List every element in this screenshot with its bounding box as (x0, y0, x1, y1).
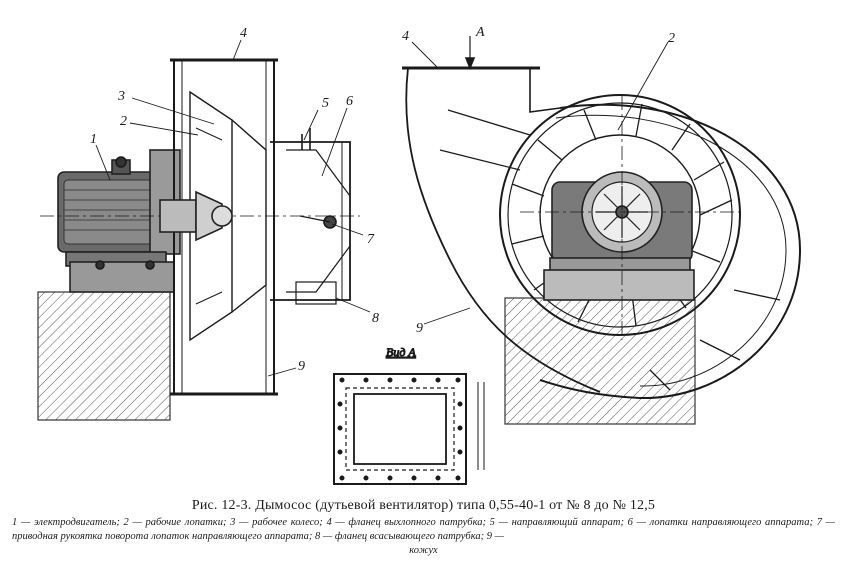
view-a-label: Вид А (386, 345, 416, 359)
callout-2: 2 (120, 114, 127, 129)
callout-right-a: A (475, 25, 485, 40)
side-section-view (37, 58, 360, 421)
callout-leaders-right (411, 41, 669, 325)
view-a: Вид А (333, 345, 467, 485)
callout-right-2: 2 (668, 31, 675, 46)
callout-7: 7 (367, 232, 375, 247)
callout-right-9: 9 (416, 321, 423, 336)
callouts-left: 1 2 3 4 5 6 7 8 9 (90, 26, 379, 374)
foundation-right (504, 297, 696, 425)
legend-tail: кожух (409, 545, 438, 556)
callout-6: 6 (346, 94, 353, 109)
electric-motor (57, 149, 181, 293)
technical-drawing: 1 2 3 4 5 6 7 8 9 (37, 25, 802, 485)
callout-3: 3 (117, 89, 125, 104)
callouts-right: 4 A 2 9 (402, 25, 675, 336)
callout-5: 5 (322, 96, 329, 111)
figure-caption: Рис. 12-3. Дымосос (дутьевой вентилятор)… (191, 498, 656, 513)
guide-apparatus (270, 128, 351, 305)
callout-4: 4 (240, 26, 247, 41)
legend-text: 1 — электродвигатель; 2 — рабочие лопатк… (12, 517, 835, 542)
callout-8: 8 (372, 311, 379, 326)
front-view (402, 36, 802, 470)
callout-leaders-left (95, 39, 371, 377)
foundation-left (37, 291, 171, 421)
callout-9: 9 (298, 359, 305, 374)
callout-right-4: 4 (402, 29, 409, 44)
casing-side (159, 58, 278, 396)
callout-1: 1 (90, 132, 97, 147)
figure-legend: 1 — электродвигатель; 2 — рабочие лопатк… (12, 516, 835, 558)
